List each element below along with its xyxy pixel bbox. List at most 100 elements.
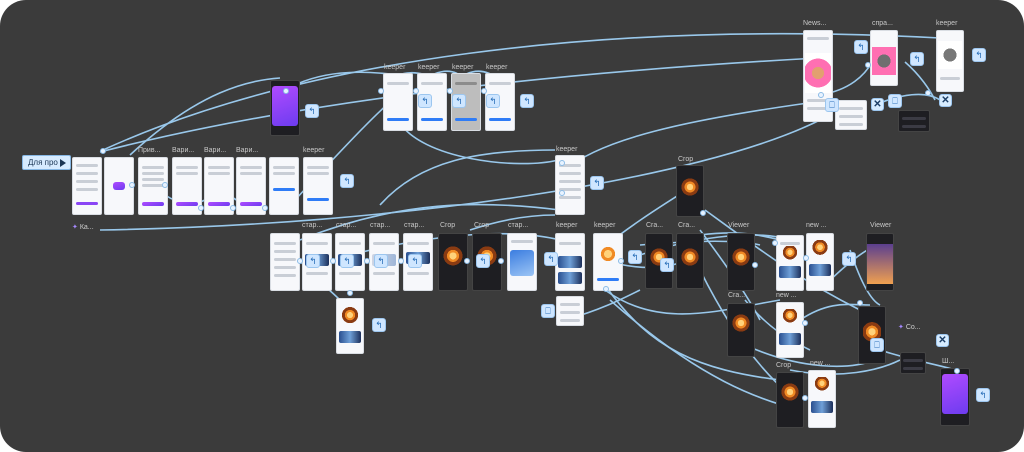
connection-node[interactable]	[618, 258, 624, 264]
preview-icon[interactable]: ⎕	[541, 304, 555, 318]
back-arrow-icon[interactable]: ↰	[660, 258, 674, 272]
connection-node[interactable]	[481, 88, 487, 94]
connection-node[interactable]	[700, 210, 706, 216]
back-arrow-icon[interactable]: ↰	[544, 252, 558, 266]
back-arrow-icon[interactable]: ↰	[374, 254, 388, 268]
connection-node[interactable]	[262, 205, 268, 211]
screen-frame[interactable]	[776, 235, 804, 291]
back-arrow-icon[interactable]: ↰	[476, 254, 490, 268]
back-arrow-icon[interactable]: ↰	[340, 254, 354, 268]
back-arrow-icon[interactable]: ↰	[452, 94, 466, 108]
connection-node[interactable]	[865, 62, 871, 68]
connection-node[interactable]	[297, 258, 303, 264]
screen-frame[interactable]	[383, 73, 413, 131]
frame-label: Cra...	[646, 222, 663, 229]
connection-node[interactable]	[230, 205, 236, 211]
back-arrow-icon[interactable]: ↰	[408, 254, 422, 268]
back-arrow-icon[interactable]: ↰	[372, 318, 386, 332]
back-arrow-icon[interactable]: ↰	[520, 94, 534, 108]
back-arrow-icon[interactable]: ↰	[486, 94, 500, 108]
connection-node[interactable]	[559, 160, 565, 166]
viewer-frame[interactable]	[727, 233, 755, 291]
back-arrow-icon[interactable]: ↰	[854, 40, 868, 54]
screen-frame[interactable]	[776, 302, 804, 358]
preview-icon[interactable]: ⎕	[825, 98, 839, 112]
connection-node[interactable]	[803, 255, 809, 261]
back-arrow-icon[interactable]: ↰	[972, 48, 986, 62]
frame-label: keeper	[594, 222, 615, 229]
frame-label: Вари...	[204, 147, 226, 154]
connection-node[interactable]	[347, 290, 353, 296]
close-icon[interactable]: ✕	[936, 334, 949, 347]
nft-card-frame[interactable]	[940, 368, 970, 426]
connection-node[interactable]	[162, 182, 168, 188]
preview-icon[interactable]: ⎕	[870, 338, 884, 352]
connection-node[interactable]	[198, 205, 204, 211]
crop-frame[interactable]	[727, 303, 755, 357]
connection-node[interactable]	[129, 182, 135, 188]
back-arrow-icon[interactable]: ↰	[306, 254, 320, 268]
frame-label: keeper	[936, 20, 957, 27]
screen-frame[interactable]	[555, 233, 585, 291]
back-arrow-icon[interactable]: ↰	[590, 176, 604, 190]
component-instance[interactable]: ✦ Co...	[898, 323, 921, 331]
screen-frame[interactable]	[806, 233, 834, 291]
connection-node[interactable]	[398, 258, 404, 264]
connection-node[interactable]	[559, 190, 565, 196]
frame-label: Прив...	[138, 147, 160, 154]
back-arrow-icon[interactable]: ↰	[418, 94, 432, 108]
back-arrow-icon[interactable]: ↰	[910, 52, 924, 66]
connection-node[interactable]	[378, 88, 384, 94]
connection-node[interactable]	[954, 368, 960, 374]
connection-node[interactable]	[447, 88, 453, 94]
frame-label: keeper	[384, 64, 405, 71]
connection-node[interactable]	[100, 148, 106, 154]
connection-node[interactable]	[330, 258, 336, 264]
overlay-card[interactable]	[900, 352, 926, 374]
frame-label: Crop	[474, 222, 489, 229]
back-arrow-icon[interactable]: ↰	[340, 174, 354, 188]
screen-frame[interactable]	[270, 233, 300, 291]
connection-node[interactable]	[772, 240, 778, 246]
viewer-frame[interactable]	[866, 233, 894, 291]
connection-node[interactable]	[802, 395, 808, 401]
crop-frame[interactable]	[676, 233, 704, 289]
screen-frame[interactable]	[336, 298, 364, 354]
preview-frame[interactable]	[858, 306, 886, 364]
preview-icon[interactable]: ⎕	[888, 94, 902, 108]
screen-frame[interactable]	[72, 157, 102, 215]
connection-node[interactable]	[603, 286, 609, 292]
close-icon[interactable]: ✕	[939, 94, 952, 107]
overlay-card[interactable]	[898, 110, 930, 132]
connection-node[interactable]	[364, 258, 370, 264]
screen-frame[interactable]	[269, 157, 299, 215]
connection-node[interactable]	[464, 258, 470, 264]
screen-frame[interactable]	[870, 30, 898, 86]
screen-frame[interactable]	[808, 370, 836, 428]
back-arrow-icon[interactable]: ↰	[976, 388, 990, 402]
connection-node[interactable]	[498, 258, 504, 264]
connection-node[interactable]	[818, 92, 824, 98]
connection-node[interactable]	[752, 262, 758, 268]
frame-label: Cra...	[678, 222, 695, 229]
connection-node[interactable]	[802, 320, 808, 326]
overlay-card[interactable]	[835, 100, 867, 130]
component-instance[interactable]: ✦ Ка...	[72, 223, 94, 231]
frame-label: Viewer	[728, 222, 749, 229]
crop-frame[interactable]	[776, 372, 804, 428]
flow-start-button[interactable]: Для про	[22, 155, 71, 170]
back-arrow-icon[interactable]: ↰	[305, 104, 319, 118]
back-arrow-icon[interactable]: ↰	[628, 250, 642, 264]
close-icon[interactable]: ✕	[871, 98, 884, 111]
connection-node[interactable]	[857, 300, 863, 306]
overlay-card[interactable]	[556, 296, 584, 326]
crop-frame[interactable]	[676, 165, 704, 217]
connection-node[interactable]	[413, 88, 419, 94]
screen-frame[interactable]	[936, 30, 964, 92]
screen-frame[interactable]	[303, 157, 333, 215]
back-arrow-icon[interactable]: ↰	[842, 252, 856, 266]
connection-node[interactable]	[283, 88, 289, 94]
connection-node[interactable]	[925, 90, 931, 96]
screen-frame[interactable]	[507, 233, 537, 291]
